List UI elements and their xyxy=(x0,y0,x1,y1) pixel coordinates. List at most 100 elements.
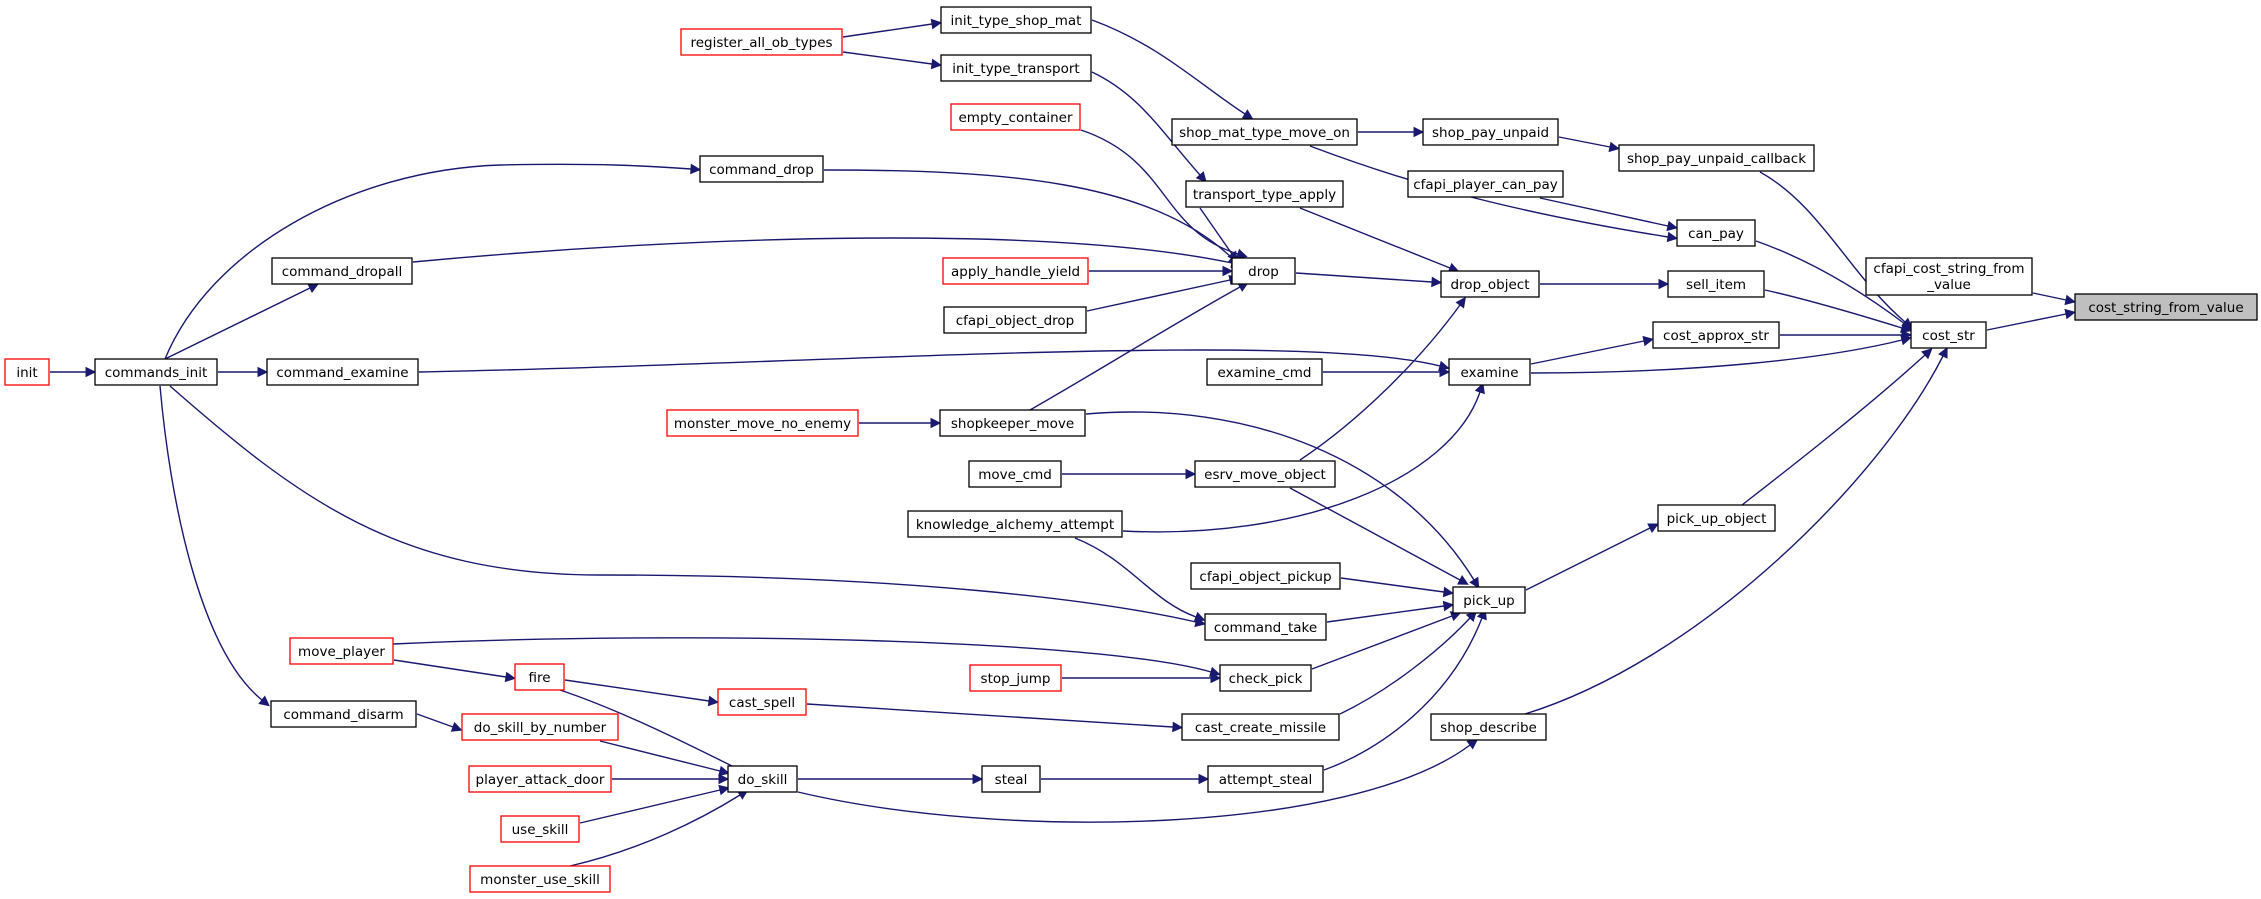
node-label: drop xyxy=(1248,264,1279,280)
edge-shopkeeper-move-to-drop xyxy=(1029,282,1249,411)
node-shop-pay-unpaid[interactable]: shop_pay_unpaid xyxy=(1422,118,1559,146)
arrowhead-icon xyxy=(1210,672,1222,684)
edge-knowledge-alchemy-attempt-to-command-take xyxy=(1074,537,1206,622)
node-attempt-steal[interactable]: attempt_steal xyxy=(1207,765,1324,793)
node-shop-mat-type-move-on[interactable]: shop_mat_type_move_on xyxy=(1171,118,1358,146)
edge-shop-pay-unpaid-callback-to-cost-str xyxy=(1759,171,1913,329)
node-sell-item[interactable]: sell_item xyxy=(1667,270,1765,298)
node-box xyxy=(1430,713,1547,741)
arrowhead-icon xyxy=(1413,126,1425,138)
node-box xyxy=(1440,270,1540,298)
node-fire[interactable]: fire xyxy=(514,663,565,691)
node-commands-init[interactable]: commands_init xyxy=(94,358,218,386)
edge-commands-init-to-command-take xyxy=(169,385,1206,628)
node-label: stop_jump xyxy=(981,671,1051,687)
node-init[interactable]: init xyxy=(4,358,50,386)
edge-line xyxy=(1524,355,1944,715)
node-label: monster_use_skill xyxy=(480,872,600,888)
node-label: transport_type_apply xyxy=(1193,187,1336,203)
node-command-dropall[interactable]: command_dropall xyxy=(271,257,413,285)
node-steal[interactable]: steal xyxy=(981,765,1041,793)
node-box xyxy=(717,688,807,716)
node-empty-container[interactable]: empty_container xyxy=(950,103,1081,131)
node-box xyxy=(699,155,824,183)
edge-line xyxy=(1755,240,1906,325)
node-label: do_skill xyxy=(738,772,788,788)
node-cfapi-player-can-pay[interactable]: cfapi_player_can_pay xyxy=(1407,170,1564,198)
node-examine-cmd[interactable]: examine_cmd xyxy=(1206,358,1323,386)
node-box xyxy=(981,765,1041,793)
node-player-attack-door[interactable]: player_attack_door xyxy=(468,765,612,793)
node-use-skill[interactable]: use_skill xyxy=(500,815,580,843)
node-do-skill[interactable]: do_skill xyxy=(727,765,798,793)
edge-monster-use-skill-to-do-skill xyxy=(569,789,749,867)
node-box xyxy=(500,815,580,843)
node-transport-type-apply[interactable]: transport_type_apply xyxy=(1185,180,1344,208)
edge-line xyxy=(842,23,933,38)
node-esrv-move-object[interactable]: esrv_move_object xyxy=(1194,460,1336,488)
node-cfapi-cost-string-from-value[interactable]: cfapi_cost_string_from_value xyxy=(1865,257,2033,296)
arrowhead-icon xyxy=(1466,738,1479,750)
edge-line xyxy=(1340,577,1445,593)
node-move-cmd[interactable]: move_cmd xyxy=(968,460,1062,488)
node-stop-jump[interactable]: stop_jump xyxy=(969,664,1062,692)
node-do-skill-by-number[interactable]: do_skill_by_number xyxy=(461,713,619,741)
node-label: move_cmd xyxy=(978,467,1052,483)
node-shop-describe[interactable]: shop_describe xyxy=(1430,713,1547,741)
node-box xyxy=(271,257,413,285)
node-box xyxy=(1452,586,1526,614)
node-box xyxy=(1171,118,1358,146)
node-cast-create-missile[interactable]: cast_create_missile xyxy=(1181,713,1340,741)
node-cost-str[interactable]: cost_str xyxy=(1910,321,1987,349)
node-move-player[interactable]: move_player xyxy=(289,637,394,665)
node-init-type-shop-mat[interactable]: init_type_shop_mat xyxy=(940,6,1092,34)
node-knowledge-alchemy-attempt[interactable]: knowledge_alchemy_attempt xyxy=(907,510,1123,538)
node-cost-approx-str[interactable]: cost_approx_str xyxy=(1652,321,1780,349)
edge-line xyxy=(1086,279,1231,312)
node-box xyxy=(1865,257,2033,296)
node-label: do_skill_by_number xyxy=(474,720,607,736)
node-label: cost_string_from_value xyxy=(2088,300,2243,316)
arrowhead-icon xyxy=(718,784,730,796)
node-command-take[interactable]: command_take xyxy=(1204,613,1327,641)
node-box xyxy=(1219,664,1312,692)
node-check-pick[interactable]: check_pick xyxy=(1219,664,1312,692)
arrowhead-icon xyxy=(1921,348,1933,360)
node-drop-object[interactable]: drop_object xyxy=(1440,270,1540,298)
edge-line xyxy=(1986,313,2067,331)
edge-cost-str-to-cost-string-from-value xyxy=(1986,308,2076,331)
node-label-line2: _value xyxy=(1926,277,1971,293)
arrowhead-icon xyxy=(1442,600,1454,612)
node-command-drop[interactable]: command_drop xyxy=(699,155,824,183)
node-label: command_disarm xyxy=(283,707,403,723)
node-drop[interactable]: drop xyxy=(1231,257,1296,285)
node-monster-move-no-enemy[interactable]: monster_move_no_enemy xyxy=(666,409,859,437)
node-command-examine[interactable]: command_examine xyxy=(266,358,419,386)
node-command-disarm[interactable]: command_disarm xyxy=(270,700,417,728)
node-examine[interactable]: examine xyxy=(1448,358,1531,386)
node-apply-handle-yield[interactable]: apply_handle_yield xyxy=(942,257,1089,285)
edge-line xyxy=(1558,136,1611,148)
edge-transport-type-apply-to-drop-object xyxy=(1299,207,1460,273)
node-monster-use-skill[interactable]: monster_use_skill xyxy=(469,865,611,893)
node-can-pay[interactable]: can_pay xyxy=(1676,219,1756,247)
node-cfapi-object-drop[interactable]: cfapi_object_drop xyxy=(943,306,1087,334)
edge-commands-init-to-command-dropall xyxy=(164,283,320,360)
node-shop-pay-unpaid-callback[interactable]: shop_pay_unpaid_callback xyxy=(1618,144,1815,172)
node-pick-up-object[interactable]: pick_up_object xyxy=(1657,504,1776,532)
node-label: fire xyxy=(528,670,550,686)
node-shopkeeper-move[interactable]: shopkeeper_move xyxy=(939,409,1086,437)
node-label: shop_mat_type_move_on xyxy=(1179,125,1350,141)
edge-line xyxy=(569,794,741,867)
node-cfapi-object-pickup[interactable]: cfapi_object_pickup xyxy=(1190,562,1341,590)
arrowhead-icon xyxy=(930,417,942,429)
edge-line xyxy=(1539,197,1669,227)
node-label: check_pick xyxy=(1229,671,1303,687)
node-box xyxy=(950,103,1081,131)
node-cast-spell[interactable]: cast_spell xyxy=(717,688,807,716)
node-init-type-transport[interactable]: init_type_transport xyxy=(940,54,1092,82)
arrowhead-icon xyxy=(1195,171,1207,183)
node-register-all-ob-types[interactable]: register_all_ob_types xyxy=(680,28,843,56)
node-pick-up[interactable]: pick_up xyxy=(1452,586,1526,614)
node-cost-string-from-value[interactable]: cost_string_from_value xyxy=(2074,293,2258,321)
